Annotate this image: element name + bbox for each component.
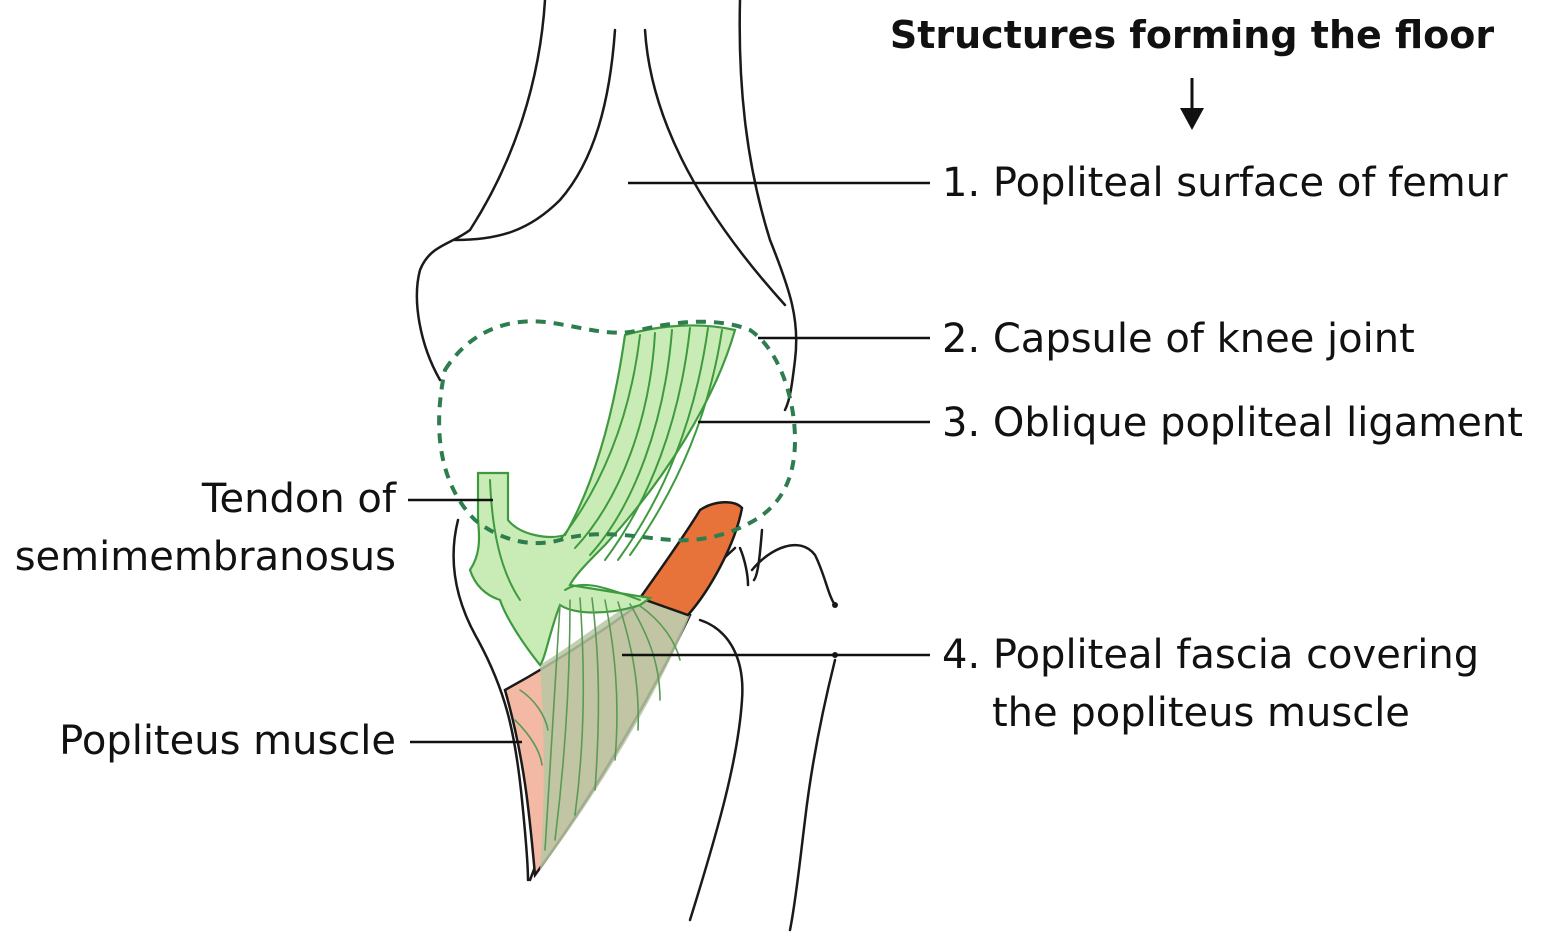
popliteus-orange-shape: [640, 502, 742, 615]
heading-structures-floor: Structures forming the floor: [890, 13, 1495, 57]
label-fascia-line1: 4. Popliteal fascia covering: [942, 632, 1479, 678]
label-tendon-line1: Tendon of: [201, 476, 397, 522]
oblique-popliteal-ligament-shape: [470, 325, 735, 665]
label-fascia-line2: the popliteus muscle: [992, 690, 1410, 736]
popliteal-fascia-shape: [540, 598, 690, 870]
label-tendon-line2: semimembranosus: [15, 534, 396, 580]
label-capsule: 2. Capsule of knee joint: [942, 316, 1415, 362]
label-ligament: 3. Oblique popliteal ligament: [942, 400, 1523, 446]
label-popliteus: Popliteus muscle: [59, 718, 396, 764]
label-femur: 1. Popliteal surface of femur: [942, 160, 1508, 206]
femur-outline: [417, 0, 796, 410]
down-arrow-icon: [1180, 78, 1204, 130]
